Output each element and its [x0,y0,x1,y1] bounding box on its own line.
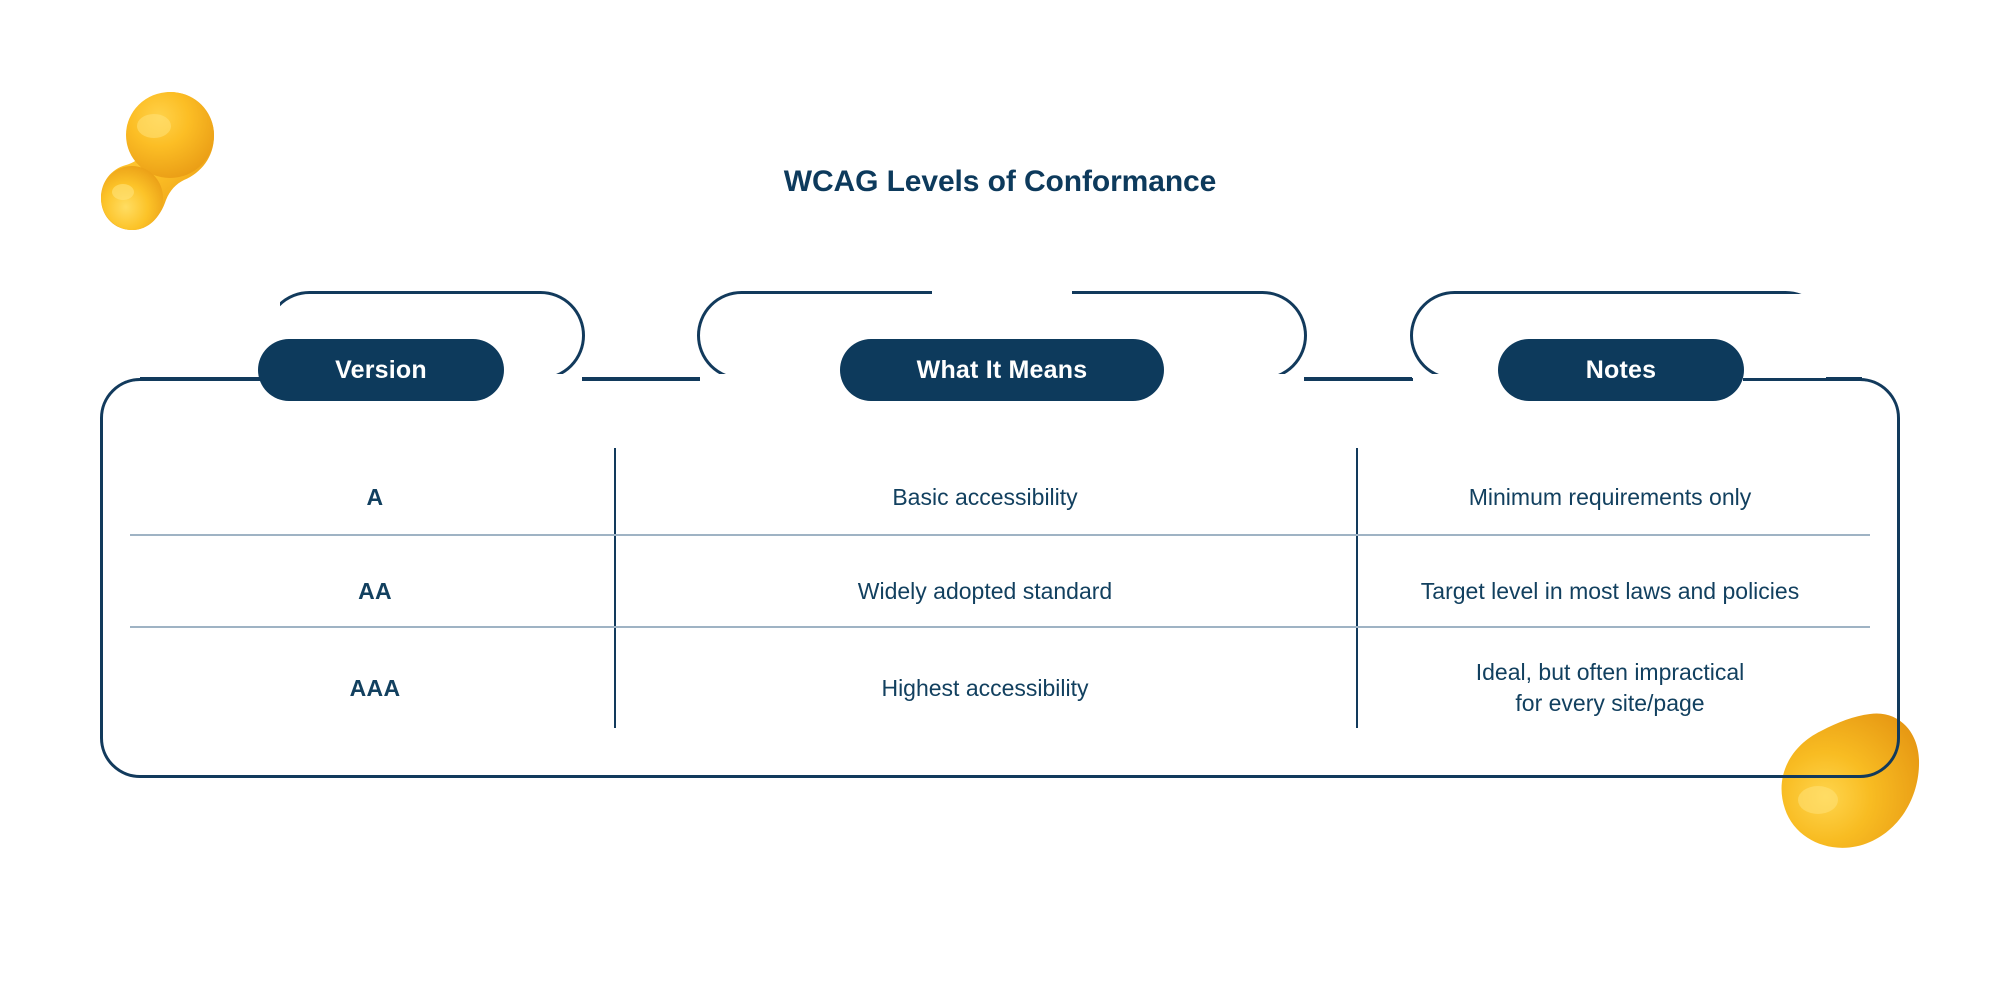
column-header-version-label: Version [335,355,427,384]
frame-top-edge-right [1826,377,1862,380]
cell-meaning-2: Widely adopted standard [857,577,1113,604]
table-row: A [140,462,610,532]
cell-notes-3-line2: for every site/page [1515,690,1705,716]
table-row: AAA [140,648,610,728]
row-divider-2 [130,626,1870,628]
cell-meaning-1: Basic accessibility [892,483,1078,510]
column-header-version[interactable]: Version [258,339,504,401]
table-row: Ideal, but often impractical for every s… [1360,648,1860,728]
cell-version-3: AAA [349,674,401,701]
cell-notes-3-line1: Ideal, but often impractical [1475,659,1745,685]
table-row: Target level in most laws and policies [1360,556,1860,626]
frame-top-edge-left [140,377,270,380]
table-row: Minimum requirements only [1360,462,1860,532]
column-header-what-it-means[interactable]: What It Means [840,339,1164,401]
table-row: Basic accessibility [618,462,1352,532]
frame-top-edge-mid1 [582,377,700,380]
column-header-what-it-means-label: What It Means [916,355,1088,384]
cell-version-2: AA [358,577,392,604]
cell-notes-1-line1: Minimum requirements only [1468,483,1752,510]
table-row: Highest accessibility [618,648,1352,728]
capsule-mask-notes-right [1740,294,1860,378]
frame-top-edge-mid2 [1304,377,1412,380]
page-title: WCAG Levels of Conformance [783,165,1217,198]
column-divider-2 [1356,448,1358,728]
column-header-notes-label: Notes [1585,355,1657,384]
table-row: Widely adopted standard [618,556,1352,626]
cell-version-1: A [366,483,384,510]
column-divider-1 [614,448,616,728]
cell-meaning-3: Highest accessibility [881,674,1089,701]
column-header-notes[interactable]: Notes [1498,339,1744,401]
row-divider-1 [130,534,1870,536]
table-row: AA [140,556,610,626]
cell-notes-2-line1: Target level in most laws and policies [1420,577,1800,604]
capsule-mask-wim-topgap [932,286,1072,298]
